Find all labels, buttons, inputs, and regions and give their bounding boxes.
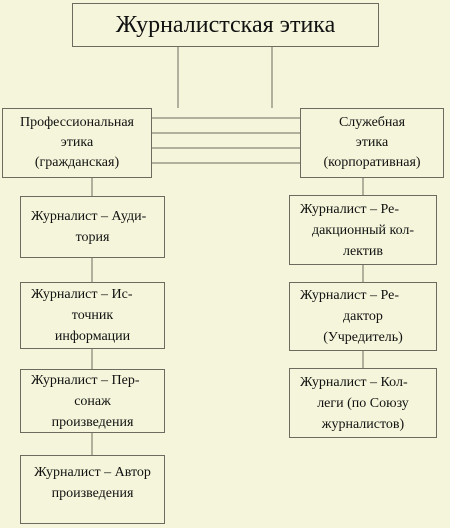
right-item-colleagues: Журналист – Кол- леги (по Союзу журналис… (289, 368, 437, 438)
service-line-1: Служебная (338, 115, 406, 130)
service-line-3: (корпоративная) (323, 155, 421, 170)
item-line: произведения (51, 414, 134, 430)
item-line: Журналист – Кол- (300, 374, 408, 390)
left-item-author: Журналист – Автор произведения (20, 455, 165, 524)
item-line: Журналист – Ис- (31, 287, 133, 302)
item-line: произведения (51, 486, 134, 501)
title-text: Журналистская этика (115, 11, 336, 38)
professional-ethics-box: Профессиональная этика (гражданская) (2, 108, 152, 178)
item-line: Журналист – Ре- (300, 288, 399, 303)
item-line: сонаж (74, 393, 111, 409)
left-item-source: Журналист – Ис- точник информации (20, 282, 165, 349)
item-line: тория (75, 230, 110, 245)
right-item-editorial-team: Журналист – Ре- дакционный кол- лектив (289, 195, 437, 265)
professional-line-2: этика (60, 135, 94, 150)
item-line: Журналист – Ауди- (31, 209, 147, 224)
item-line: леги (по Союзу (317, 395, 409, 411)
item-line: дактор (343, 309, 383, 324)
item-line: журналистов) (321, 416, 405, 432)
item-line: (Учредитель) (323, 330, 403, 345)
diagram-title: Журналистская этика (72, 3, 379, 47)
service-line-2: этика (355, 135, 389, 150)
service-ethics-box: Служебная этика (корпоративная) (300, 108, 444, 178)
item-line: точник (71, 308, 114, 323)
item-line: лектив (342, 243, 384, 259)
right-item-editor: Журналист – Ре- дактор (Учредитель) (289, 282, 437, 351)
item-line: Журналист – Пер- (31, 372, 140, 388)
left-item-audience: Журналист – Ауди- тория (20, 196, 165, 258)
item-line: Журналист – Автор (34, 465, 151, 480)
item-line: информации (54, 329, 131, 344)
item-line: дакционный кол- (311, 222, 415, 238)
item-line: Журналист – Ре- (300, 201, 399, 217)
left-item-character: Журналист – Пер- сонаж произведения (20, 369, 165, 433)
professional-line-1: Профессиональная (19, 115, 134, 130)
professional-line-3: (гражданская) (34, 155, 120, 170)
